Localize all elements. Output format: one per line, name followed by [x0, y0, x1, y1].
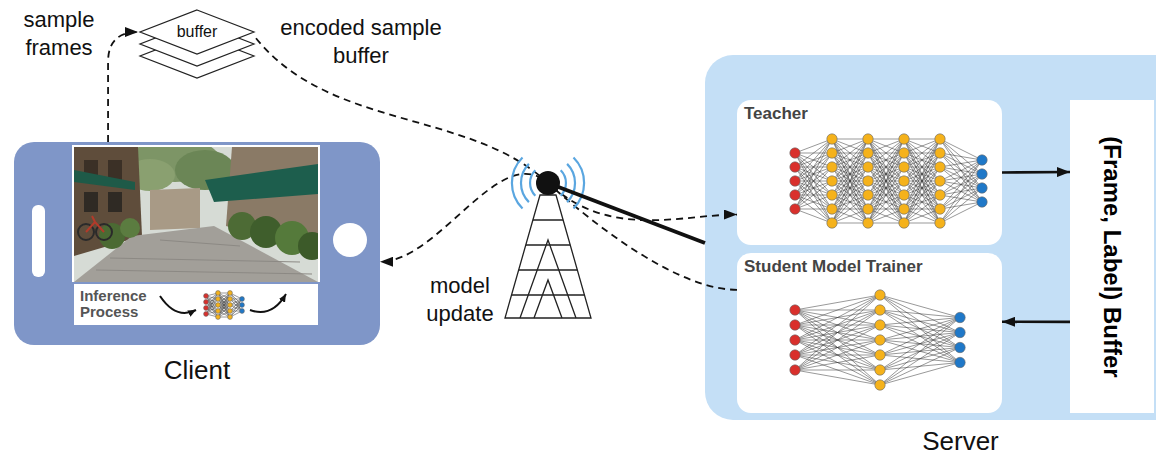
flow-arrow [1002, 171, 1070, 174]
device-name: Client [14, 355, 380, 385]
screen-frame [72, 145, 320, 282]
box-heading: Student Model Trainer [737, 253, 930, 281]
buffer-label: buffer [138, 22, 256, 42]
inference-arrow [160, 296, 196, 313]
edge-label: encoded sample buffer [272, 14, 450, 70]
process-label: Inference Process [74, 284, 182, 324]
server-panel: ServerTeacherStudent Model Trainer(Frame… [705, 55, 1156, 420]
buffer-heading: (Frame, Label) Buffer [1098, 136, 1126, 377]
server-name: Server [735, 426, 1156, 456]
inference-bar: Inference Process [74, 284, 318, 325]
box-heading: Teacher [737, 100, 815, 128]
stacked-planes [138, 8, 256, 92]
student-box: Student Model Trainer [737, 253, 1002, 413]
phone-body: ClientInference Process [14, 142, 380, 345]
side-button [32, 205, 45, 277]
wireless-link [256, 38, 737, 220]
inference-arrow [250, 294, 286, 312]
wireless-link [380, 174, 737, 290]
neural-networks [204, 134, 988, 390]
teacher-box: Teacher [737, 100, 1002, 245]
buffer-stack: buffer [138, 8, 256, 92]
wireless-link [108, 32, 138, 142]
flow-arrow [1002, 320, 1070, 323]
edge-label: sample frames [12, 6, 106, 62]
street-photo [74, 147, 318, 282]
edge-label: model update [408, 272, 512, 328]
label-buffer-box: (Frame, Label) Buffer [1070, 100, 1154, 413]
home-button [333, 223, 367, 257]
radio-tower [505, 158, 705, 319]
